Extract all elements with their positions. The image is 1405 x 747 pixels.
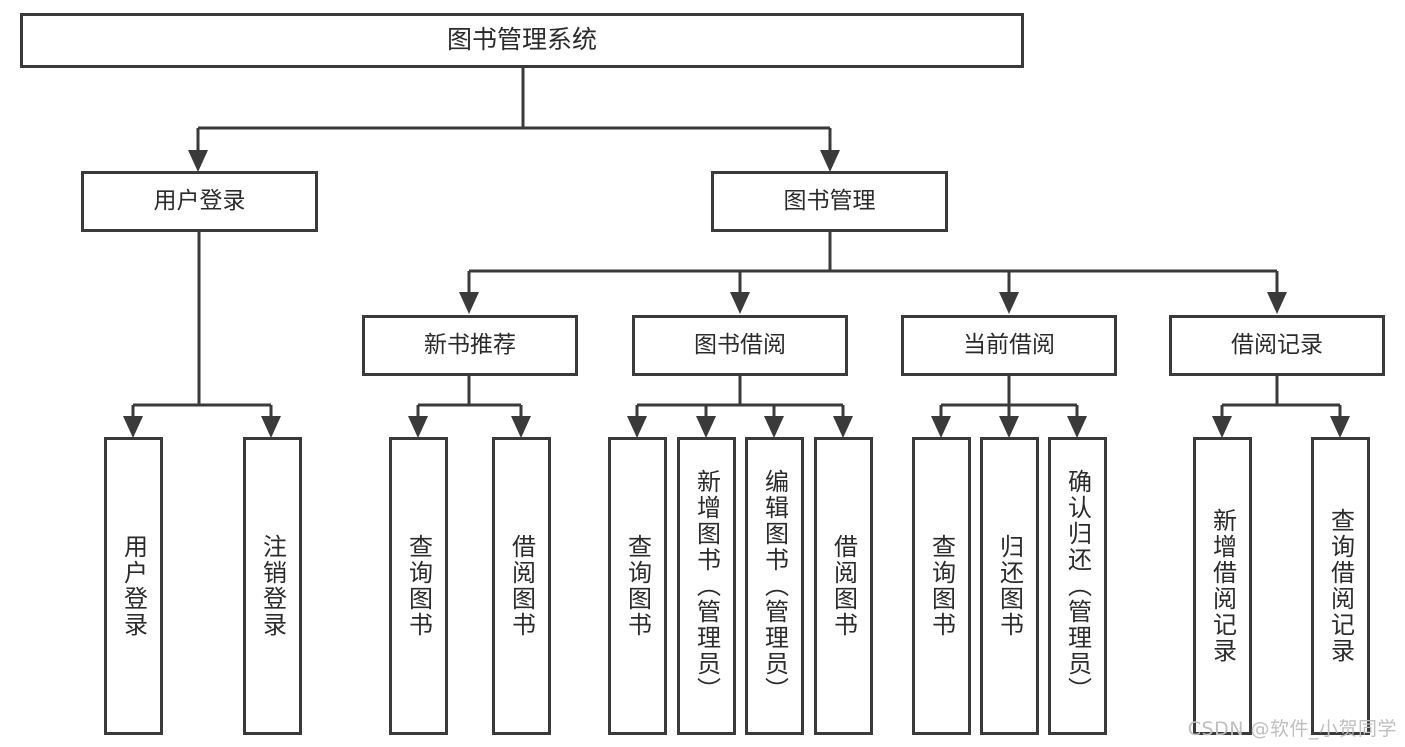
leaf-query-borrow-record[interactable]: 查询借阅记录 bbox=[1311, 437, 1370, 735]
leaf-label: 借阅图书 bbox=[829, 534, 858, 638]
leaf-logout[interactable]: 注销登录 bbox=[243, 437, 302, 735]
leaf-add-book-admin[interactable]: 新增图书（管理员） bbox=[677, 437, 736, 735]
leaf-query-books-current[interactable]: 查询图书 bbox=[912, 437, 971, 735]
leaf-label: 查询借阅记录 bbox=[1326, 508, 1355, 664]
leaf-query-books-borrowing[interactable]: 查询图书 bbox=[608, 437, 667, 735]
leaf-query-books-recommendation[interactable]: 查询图书 bbox=[389, 437, 448, 735]
leaf-label: 用户登录 bbox=[119, 534, 148, 638]
leaf-label: 查询图书 bbox=[623, 534, 652, 638]
leaf-confirm-return-admin[interactable]: 确认归还（管理员） bbox=[1048, 437, 1107, 735]
node-book-borrowing[interactable]: 图书借阅 bbox=[632, 315, 848, 376]
leaf-label: 注销登录 bbox=[258, 534, 287, 638]
leaf-label: 借阅图书 bbox=[507, 534, 536, 638]
node-user-login[interactable]: 用户登录 bbox=[81, 171, 318, 232]
node-borrow-records[interactable]: 借阅记录 bbox=[1169, 315, 1385, 376]
leaf-label: 新增图书（管理员） bbox=[692, 469, 721, 703]
leaf-borrow-books-recommendation[interactable]: 借阅图书 bbox=[492, 437, 551, 735]
node-new-book-recommendation[interactable]: 新书推荐 bbox=[362, 315, 578, 376]
leaf-return-books[interactable]: 归还图书 bbox=[980, 437, 1039, 735]
leaf-label: 查询图书 bbox=[404, 534, 433, 638]
node-current-borrowing[interactable]: 当前借阅 bbox=[901, 315, 1117, 376]
leaf-label: 确认归还（管理员） bbox=[1063, 469, 1092, 703]
leaf-add-borrow-record[interactable]: 新增借阅记录 bbox=[1193, 437, 1252, 735]
leaf-user-login[interactable]: 用户登录 bbox=[104, 437, 163, 735]
node-root-book-management-system[interactable]: 图书管理系统 bbox=[20, 13, 1024, 68]
leaf-label: 归还图书 bbox=[995, 534, 1024, 638]
leaf-borrow-books[interactable]: 借阅图书 bbox=[814, 437, 873, 735]
leaf-edit-book-admin[interactable]: 编辑图书（管理员） bbox=[745, 437, 804, 735]
csdn-watermark: CSDN @软件_小贺同学 bbox=[1187, 718, 1397, 740]
node-book-management[interactable]: 图书管理 bbox=[711, 171, 948, 232]
leaf-label: 新增借阅记录 bbox=[1208, 508, 1237, 664]
leaf-label: 查询图书 bbox=[927, 534, 956, 638]
leaf-label: 编辑图书（管理员） bbox=[760, 469, 789, 703]
